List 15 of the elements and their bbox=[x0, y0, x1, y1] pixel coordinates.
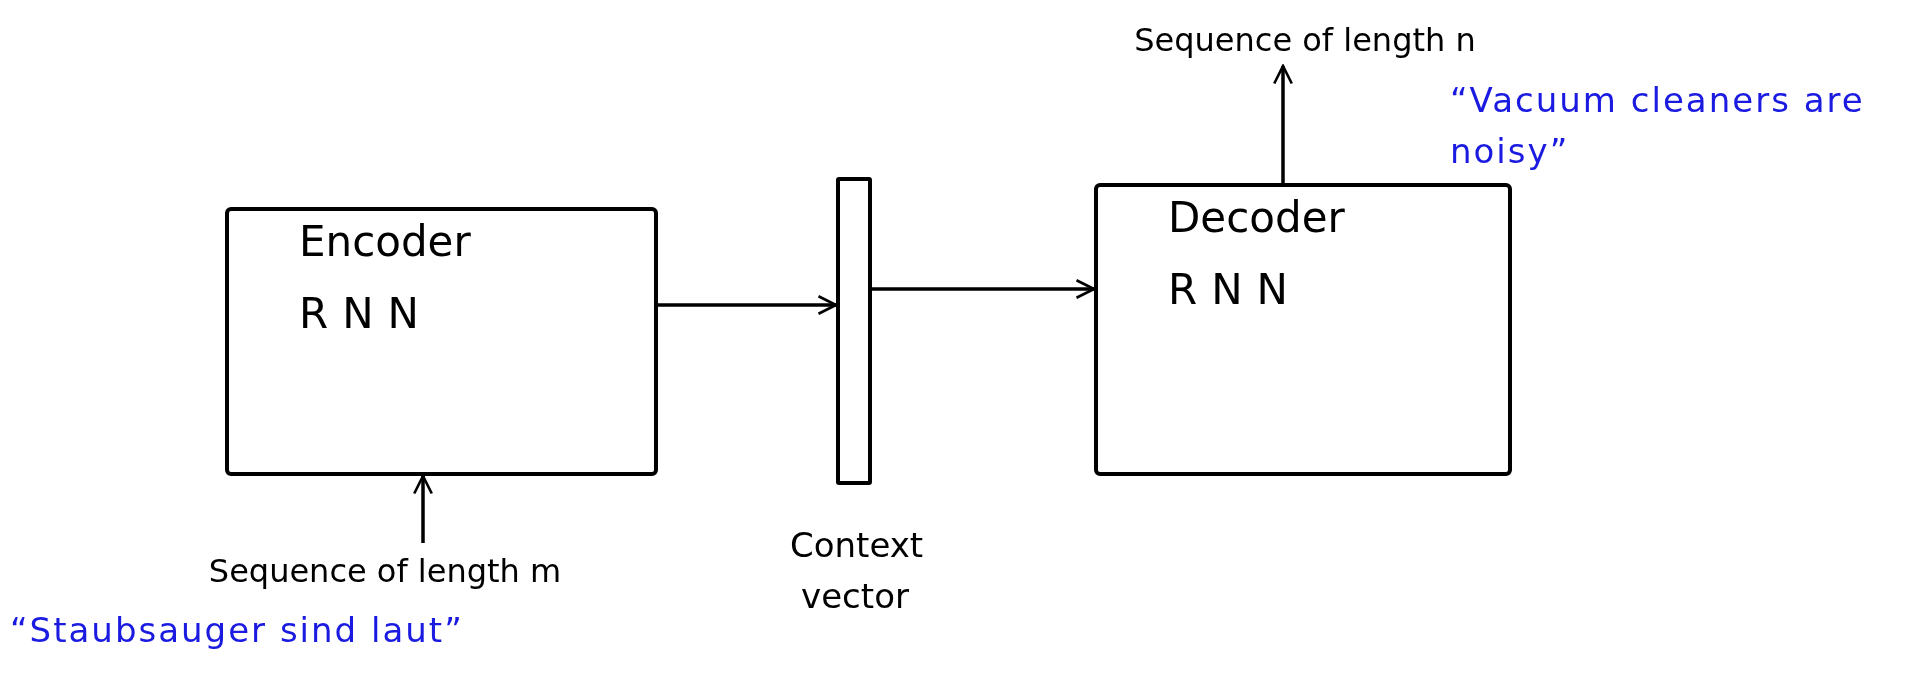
example-sentence: “Staubsauger sind laut” bbox=[10, 609, 465, 652]
context-vector-bar bbox=[836, 177, 872, 485]
rnn-box bbox=[225, 207, 658, 476]
arrow bbox=[658, 294, 838, 316]
arrow bbox=[872, 278, 1096, 300]
example-sentence: “Vacuum cleaners are noisy” bbox=[1450, 79, 1866, 173]
sequence-label: Sequence of length n bbox=[1045, 14, 1565, 66]
box-title: Encoder bbox=[299, 221, 471, 263]
box-subtitle: RNN bbox=[1168, 269, 1303, 311]
arrow bbox=[1272, 64, 1294, 183]
box-title: Decoder bbox=[1168, 197, 1345, 239]
arrow bbox=[412, 474, 434, 543]
box-subtitle: RNN bbox=[299, 293, 434, 335]
rnn-box bbox=[1094, 183, 1512, 476]
sequence-label: Sequence of length m bbox=[100, 543, 670, 599]
